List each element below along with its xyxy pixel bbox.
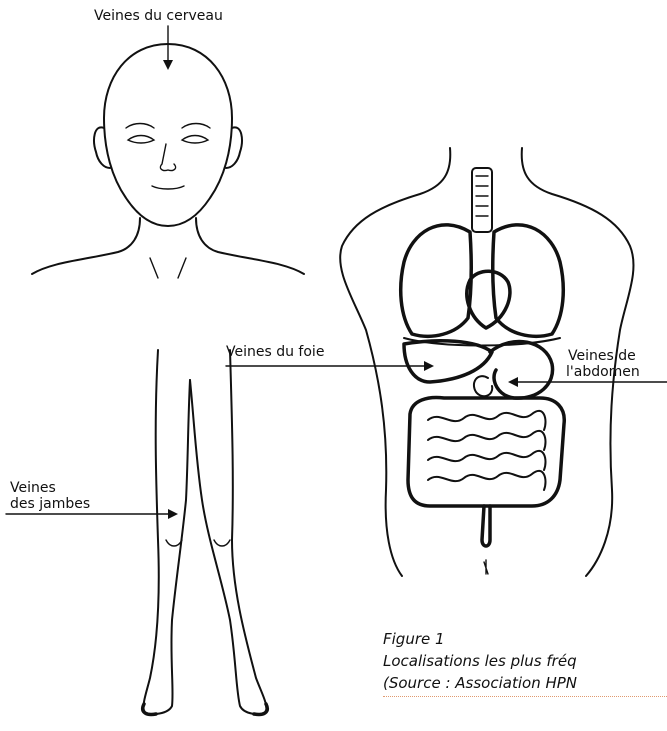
head-figure	[32, 26, 304, 278]
label-abdomen-veins-line1: Veines de	[568, 348, 636, 365]
caption-line1: Localisations les plus fréq	[383, 650, 667, 672]
label-abdomen-veins-line2: l'abdomen	[566, 364, 640, 381]
figure-caption: Figure 1 Localisations les plus fréq (So…	[383, 628, 667, 697]
caption-title: Figure 1	[383, 628, 667, 650]
caption-divider	[383, 694, 667, 697]
caption-line2: (Source : Association HPN	[383, 672, 667, 694]
label-leg-veins-line1: Veines	[10, 480, 56, 497]
label-brain-veins: Veines du cerveau	[94, 8, 223, 25]
legs-figure	[143, 350, 268, 715]
label-arrows	[6, 361, 667, 519]
label-leg-veins-line2: des jambes	[10, 496, 90, 513]
label-liver-veins: Veines du foie	[226, 344, 324, 361]
